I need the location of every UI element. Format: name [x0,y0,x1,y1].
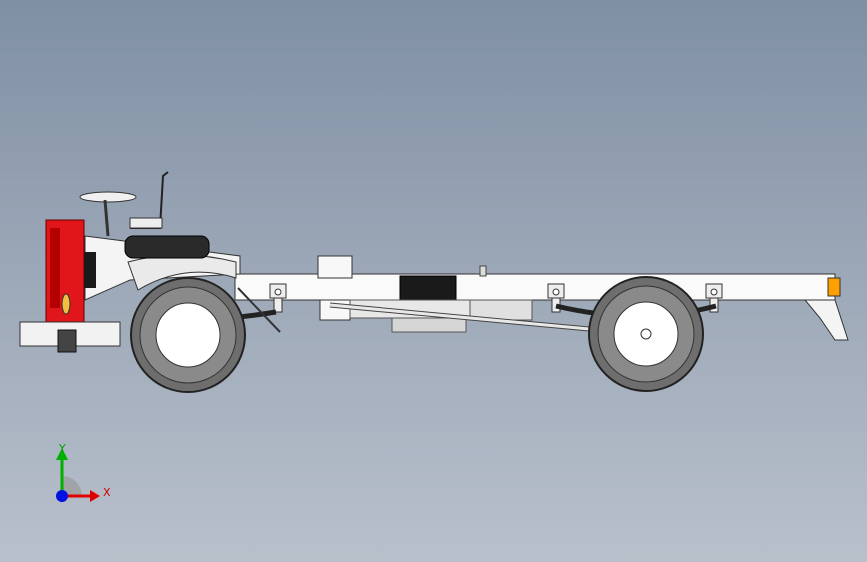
orientation-triad[interactable] [40,438,120,508]
z-axis-dot [56,490,68,502]
x-axis-label: X [103,486,111,499]
steering-rod [237,287,281,333]
x-axis-arrow [90,490,100,502]
seat-base [124,235,210,259]
drive-shaft-highlight [329,303,601,332]
headlight [61,293,71,315]
triad-arc [62,476,82,496]
front-wheel [130,277,246,393]
underbody-box-3 [391,317,467,333]
rear-wheel [588,276,704,392]
y-axis-label: Y [59,442,66,455]
exhaust [84,252,96,288]
frame-post [479,265,487,277]
spring-hanger-2 [547,283,565,313]
tow-hook [57,329,77,353]
seat-cushion [129,217,163,229]
air-tank [317,255,353,279]
radiator-slats [50,228,60,308]
rear-marker-light [827,277,841,297]
steering-wheel [79,191,137,203]
steering-column [103,199,110,237]
spring-hanger-1 [269,283,287,313]
rear-bumper-bracket [803,299,849,341]
y-axis-arrow [56,448,68,460]
